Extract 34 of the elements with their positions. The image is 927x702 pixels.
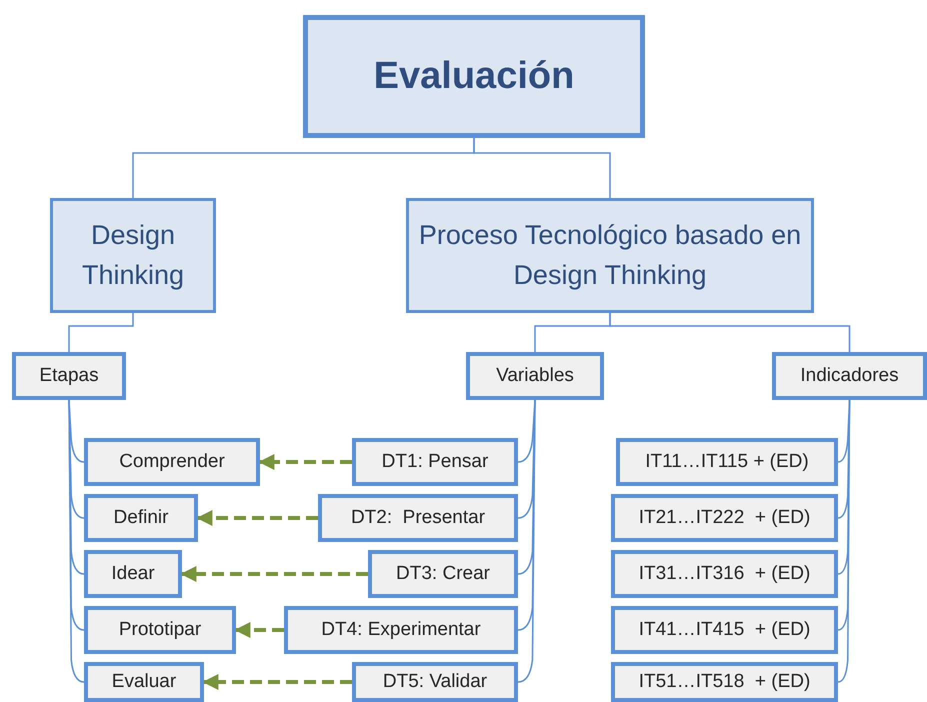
label-box: DT5: Validar [352,662,518,702]
label-box: DT4: Experimentar [284,606,518,654]
connector-line [473,138,611,198]
label-box: DT2: Presentar [318,494,518,542]
arrow [202,674,352,690]
connector-line [609,313,850,352]
label-box: Variables [466,352,604,400]
label-box: Comprender [84,438,260,486]
label-box: IT11…IT115 + (ED) [616,438,838,486]
arrow [258,454,352,470]
label-box: DT3: Crear [368,550,518,598]
label-box: IT21…IT222 + (ED) [611,494,838,542]
label-box: IT51…IT518 + (ED) [611,662,838,702]
label-box: Definir [84,494,198,542]
label-box: Idear [84,550,182,598]
arrow [196,510,318,526]
connector-line [68,400,84,519]
label-box: IT41…IT415 + (ED) [611,606,838,654]
connector-line [68,400,84,463]
connector-line [68,400,84,683]
label-box: Etapas [12,352,126,400]
label-box: Prototipar [84,606,236,654]
label-box: Evaluar [84,662,204,702]
heading-box: Proceso Tecnológico basado en Design Thinking [406,198,814,313]
label-box: Indicadores [772,352,927,400]
arrow [180,566,368,582]
heading-box: Evaluación [303,15,645,138]
label-box: IT31…IT316 + (ED) [611,550,838,598]
connector-line [518,400,536,683]
label-box: DT1: Pensar [352,438,518,486]
connector-line [68,313,134,352]
arrow [234,622,284,638]
connector-line [838,400,850,683]
heading-box: Design Thinking [50,198,216,313]
